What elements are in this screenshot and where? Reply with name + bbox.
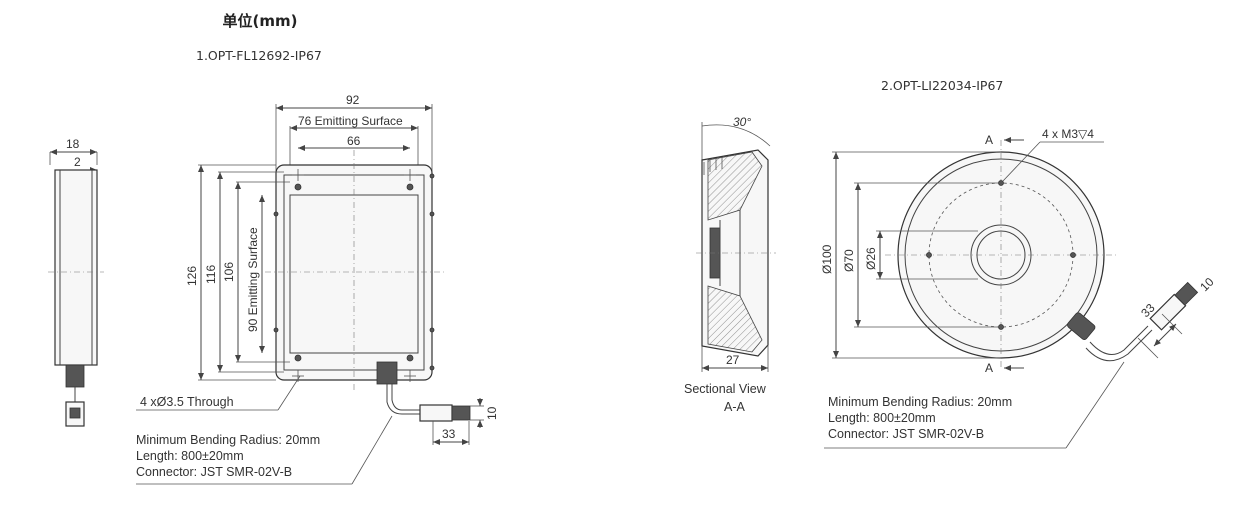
li-front-view: A A 4 x M3▽4 Ø100 Ø70 Ø26 (820, 127, 1217, 449)
front-cable-gland (376, 361, 398, 385)
side-cable-gland (65, 364, 85, 388)
unit-title: 单位(mm) (222, 12, 298, 30)
dim-92: 92 (346, 93, 360, 107)
side-housing (54, 169, 98, 366)
li-note-bending: Minimum Bending Radius: 20mm (828, 395, 1012, 409)
li-note-length: Length: 800±20mm (828, 411, 936, 425)
li-note-connector: Connector: JST SMR-02V-B (828, 427, 984, 441)
section-caption-1: Sectional View (684, 382, 767, 396)
dim-66: 66 (347, 134, 361, 148)
ring-cable-gland (1067, 312, 1096, 340)
section-marker-a-top: A (985, 133, 993, 147)
dim-dia-26: Ø26 (864, 247, 878, 270)
drawing1-title: 1.OPT-FL12692-IP67 (196, 48, 322, 63)
fl-notes: Minimum Bending Radius: 20mm Length: 800… (136, 433, 320, 479)
dim-10: 10 (485, 406, 499, 420)
dim-106: 106 (222, 262, 236, 282)
dim-18: 18 (66, 137, 80, 151)
dim-dia-70: Ø70 (842, 249, 856, 272)
fl-note-length: Length: 800±20mm (136, 449, 244, 463)
li-sectional-view: 30° 27 Sectional View A-A (684, 115, 776, 414)
section-marker-a-bottom: A (985, 361, 993, 375)
dim-126: 126 (185, 266, 199, 286)
thread-note: 4 x M3▽4 (1042, 127, 1094, 141)
dim-27: 27 (726, 353, 740, 367)
fl-front-view: 92 76 Emitting Surface 66 (136, 93, 499, 485)
dim-dia-100: Ø100 (820, 244, 834, 274)
front-connector (419, 404, 453, 422)
dim-90-emitting: 90 Emitting Surface (246, 227, 260, 332)
drawing2-title: 2.OPT-LI22034-IP67 (881, 78, 1004, 93)
dim-30-degree: 30° (733, 115, 751, 129)
dim-ring-10: 10 (1197, 275, 1217, 295)
section-caption-2: A-A (724, 400, 746, 414)
dim-76-emitting: 76 Emitting Surface (298, 114, 403, 128)
mounting-holes (273, 173, 435, 371)
fl-note-bending: Minimum Bending Radius: 20mm (136, 433, 320, 447)
li-notes: Minimum Bending Radius: 20mm Length: 800… (828, 395, 1012, 441)
dim-33: 33 (442, 427, 456, 441)
dim-116: 116 (204, 265, 218, 284)
fl-note-connector: Connector: JST SMR-02V-B (136, 465, 292, 479)
dim-2: 2 (74, 155, 81, 169)
hole-note: 4 xØ3.5 Through (140, 395, 234, 409)
fl-side-view: 18 2 (48, 137, 104, 427)
